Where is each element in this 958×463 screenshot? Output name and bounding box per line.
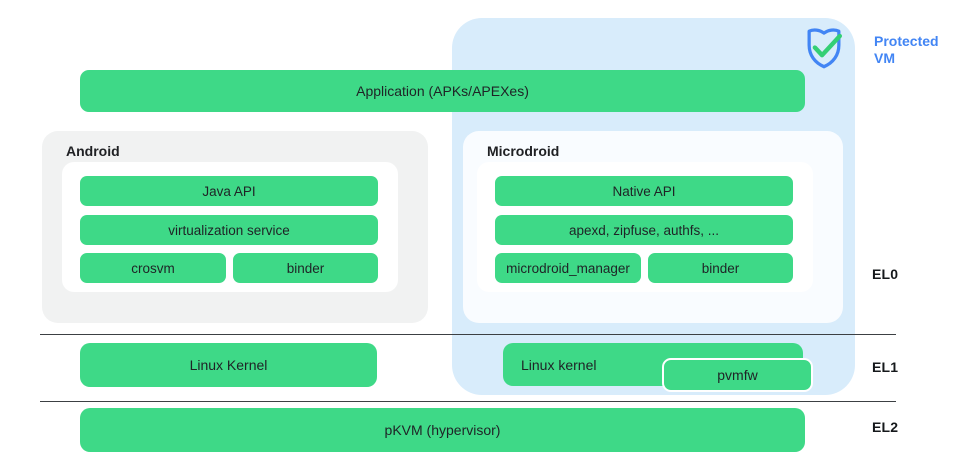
android-binder-bar: binder (233, 253, 378, 283)
native-api-bar: Native API (495, 176, 793, 206)
protected-vm-label: Protected VM (874, 33, 939, 66)
microdroid-binder-bar: binder (648, 253, 793, 283)
host-linux-kernel-bar: Linux Kernel (80, 343, 377, 387)
crosvm-bar: crosvm (80, 253, 226, 283)
android-inner-box: Java API virtualization service crosvm b… (62, 162, 398, 292)
microdroid-inner-box: Native API apexd, zipfuse, authfs, ... m… (477, 162, 813, 292)
el1-label: EL1 (872, 359, 899, 375)
el2-label: EL2 (872, 419, 899, 435)
apexd-zipfuse-authfs-bar: apexd, zipfuse, authfs, ... (495, 215, 793, 245)
application-bar: Application (APKs/APEXes) (80, 70, 805, 112)
pkvm-hypervisor-bar: pKVM (hypervisor) (80, 408, 805, 452)
android-group-title: Android (66, 143, 120, 159)
el1-el2-divider-line (40, 401, 896, 402)
microdroid-manager-bar: microdroid_manager (495, 253, 641, 283)
android-group-box: Android Java API virtualization service … (42, 131, 428, 323)
microdroid-group-title: Microdroid (487, 143, 560, 159)
microdroid-group-box: Microdroid Native API apexd, zipfuse, au… (463, 131, 843, 323)
el0-label: EL0 (872, 266, 899, 282)
shield-check-icon (807, 28, 843, 69)
java-api-bar: Java API (80, 176, 378, 206)
pvmfw-bar: pvmfw (662, 358, 813, 392)
el0-el1-divider-line (40, 334, 896, 335)
virtualization-service-bar: virtualization service (80, 215, 378, 245)
